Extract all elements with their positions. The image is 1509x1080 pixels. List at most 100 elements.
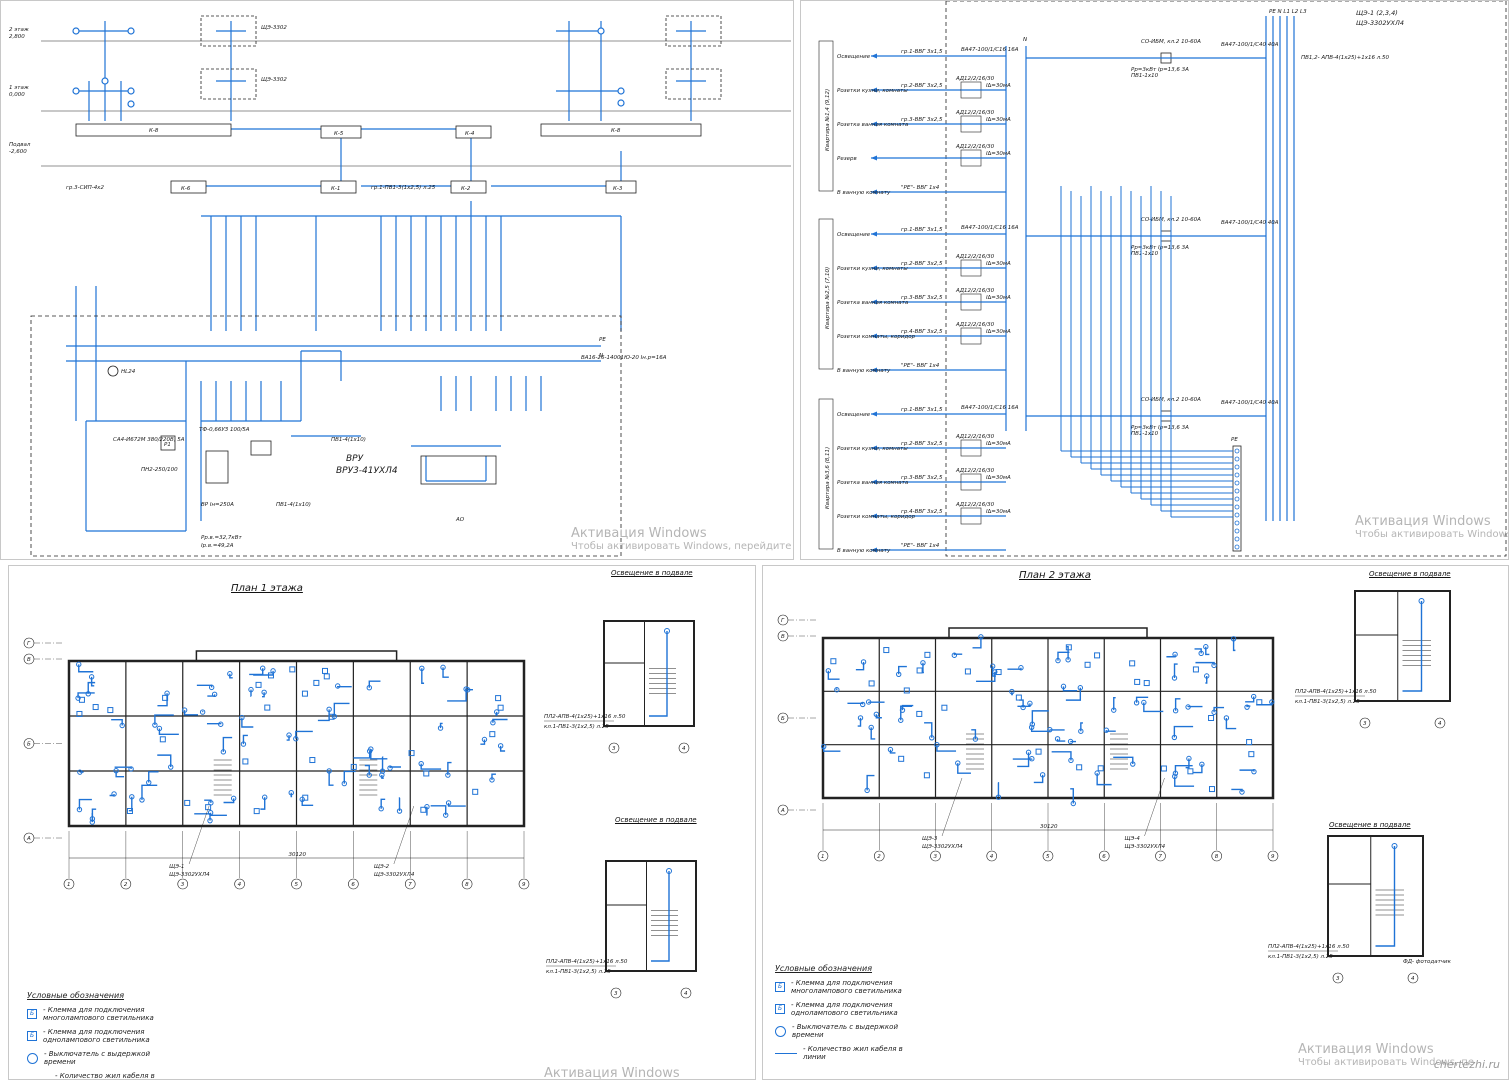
cable-label-4: гр.1-ПВ1-3(1х2,5) л.25 <box>371 185 436 191</box>
detail-cable-2: кл.1-ПВ1-3(1х2,5) л.25 <box>546 969 611 975</box>
axis-number: 1 <box>821 854 825 860</box>
line-cable: гр.4-ВВГ 3х2,5 <box>901 329 943 335</box>
rcd-current: I∆=30мА <box>986 117 1011 123</box>
axis-number: 8 <box>1215 854 1219 860</box>
rcd-label: АД12/2/16/30 <box>955 254 995 260</box>
rcd-current: I∆=30мА <box>986 329 1011 335</box>
legend-panel: Условные обозначения Б- Клемма для подкл… <box>27 991 177 1079</box>
cabinet-model: ЩЭ-3302УХЛ4 <box>922 844 963 850</box>
axis-number: 3 <box>181 882 185 888</box>
legend-item-multi-lamp: Б- Клемма для подключения многолампового… <box>27 1006 177 1022</box>
cabinet-label: ЩЭ-1 (2,3,4) <box>1356 9 1398 17</box>
rcd-label: АД12/2/16/30 <box>955 322 995 328</box>
photo-sensor-label: ФД- фотодатчик <box>1403 959 1452 965</box>
apartment-label: Квартира №1,4 (9,12) <box>825 89 831 151</box>
rcd-current: I∆=30мА <box>986 295 1011 301</box>
terminal-multi-icon: Б <box>775 982 785 992</box>
line-label: В ванную комнату <box>837 190 891 196</box>
axis-number: 5 <box>1046 854 1050 860</box>
plan2-side-title-2: Освещение в подвале <box>1329 821 1411 829</box>
axis-number: 9 <box>1271 854 1275 860</box>
box-k5: К-5 <box>334 131 344 137</box>
line-cable: гр.1-ВВГ 3х1,5 <box>901 49 943 55</box>
line-cable: гр.2-ВВГ 3х2,5 <box>901 83 943 89</box>
rcd-current: I∆=30мА <box>986 261 1011 267</box>
ao-label: АО <box>455 517 465 523</box>
axis-letter: Г <box>781 618 785 624</box>
line-label: Розетка ванная комната <box>837 122 909 128</box>
apartment-group-2: Квартира №2,5 (7,10)ВА47-100/1/С16 16АСО… <box>825 217 1279 374</box>
detail-axis: 3 <box>614 991 618 997</box>
svg-text:Подвал: Подвал <box>9 142 31 148</box>
pe-label-left: PE <box>599 337 606 343</box>
legend2-item-switch: - Выключатель с выдержкой времени <box>775 1023 925 1039</box>
detail-axis: 4 <box>1411 976 1415 982</box>
main-breaker-label: ВА47-100/1/С16 16А <box>961 47 1019 53</box>
rcd-label: АД12/2/16/30 <box>955 468 995 474</box>
apartment-label: Квартира №2,5 (7,10) <box>825 267 831 329</box>
svg-text:2,800: 2,800 <box>9 34 25 40</box>
axis-number: 4 <box>990 854 994 860</box>
line-cable: гр.3-ВВГ 3х2,5 <box>901 295 943 301</box>
axis-letter: Б <box>781 716 785 722</box>
legend-item-switch: - Выключатель с выдержкой времени <box>27 1050 177 1066</box>
cabinet-model: ЩЭ-3302УХЛ4 <box>374 872 415 878</box>
detail-axis: 3 <box>1336 976 1340 982</box>
meter-label: Р1 <box>164 442 171 448</box>
legend2-item-multi-lamp: Б- Клемма для подключения многолампового… <box>775 979 925 995</box>
line-label: В ванную комнату <box>837 368 891 374</box>
plan1-title: План 1 этажа <box>231 583 303 594</box>
cabinet-model: ЩЭ-3302УХЛ4 <box>169 872 210 878</box>
vru-model: ВРУ3-41УХЛ4 <box>336 466 398 476</box>
legend-item-cores: - Количество жил кабеля в линии <box>27 1072 177 1079</box>
plan2-side-title-1: Освещение в подвале <box>1369 570 1451 578</box>
axis-number: 9 <box>522 882 526 888</box>
cable-pv1: ПВ1-1х10 <box>1131 431 1159 437</box>
svg-text:2 этаж: 2 этаж <box>9 27 29 33</box>
axis-letter: В <box>27 657 31 663</box>
detail-cable: ПЛ2-АПВ-4(1х25)+1х16 л.50 <box>546 959 628 965</box>
rcd-label: АД12/2/16/30 <box>955 110 995 116</box>
detail-axis: 4 <box>684 991 688 997</box>
line-cable: гр.1-ВВГ 3х1,5 <box>901 227 943 233</box>
note-power: Рр.в.=32,7кВт <box>201 535 242 541</box>
cable-label-3: гр.3-СИП-4х2 <box>66 185 104 191</box>
note-tf: ТФ-0,66УЗ 100/5А <box>199 427 250 433</box>
line-cable: гр.2-ВВГ 3х2,5 <box>901 441 943 447</box>
main-cb-label: ВА47-100/1/С40 40А <box>1221 220 1279 226</box>
line-label: Розетки комнаты, коридор <box>837 334 916 340</box>
pe-label-right: PE <box>1231 437 1238 443</box>
cabinet-model: ЩЭ-3302УХЛ4 <box>1125 844 1166 850</box>
axis-letter: А <box>26 836 31 842</box>
detail-cable: ПЛ2-АПВ-4(1х25)+1х16 л.50 <box>1268 944 1350 950</box>
line-cable: гр.1-ВВГ 3х1,5 <box>901 407 943 413</box>
box-k3: К-3 <box>613 186 623 192</box>
rcd-label: АД12/2/16/30 <box>955 76 995 82</box>
apartment-label: Квартира №3,6 (8,11) <box>825 447 831 509</box>
schematic-right-drawing: Квартира №1,4 (9,12)ВА47-100/1/С16 16АСО… <box>818 1 1507 557</box>
axis-letter: В <box>781 634 785 640</box>
detail-axis: 4 <box>682 746 686 752</box>
cable-pv1: ПВ1-1х10 <box>1131 73 1159 79</box>
svg-text:-2,600: -2,600 <box>9 149 27 155</box>
rcd-current: I∆=30мА <box>986 509 1011 515</box>
line-label: Розетки кухни, комнаты <box>837 446 908 452</box>
line-label: Резерв <box>837 156 857 162</box>
axis-letter: Г <box>27 641 31 647</box>
cable-pv1: ПВ1-1х10 <box>1131 251 1159 257</box>
main-breaker-label: ВА47-100/1/С16 16А <box>961 405 1019 411</box>
plan2-title: План 2 этажа <box>1019 570 1091 581</box>
line-cable: "РЕ"- ВВГ 1х4 <box>901 363 940 369</box>
main-cb-label: ВА47-100/1/С40 40А <box>1221 42 1279 48</box>
cable-line-icon <box>775 1052 797 1054</box>
cabinet-model: ЩЭ-3302УХЛ4 <box>1356 19 1404 27</box>
rcd-current: I∆=30мА <box>986 475 1011 481</box>
rcd-current: I∆=30мА <box>986 151 1011 157</box>
n-label-right: N <box>1023 37 1027 43</box>
axis-number: 5 <box>295 882 299 888</box>
detail-cable: ПЛ2-АПВ-4(1х25)+1х16 л.50 <box>1295 689 1377 695</box>
axis-number: 2 <box>124 882 128 888</box>
detail-cable: ПЛ2-АПВ-4(1х25)+1х16 л.50 <box>544 714 626 720</box>
